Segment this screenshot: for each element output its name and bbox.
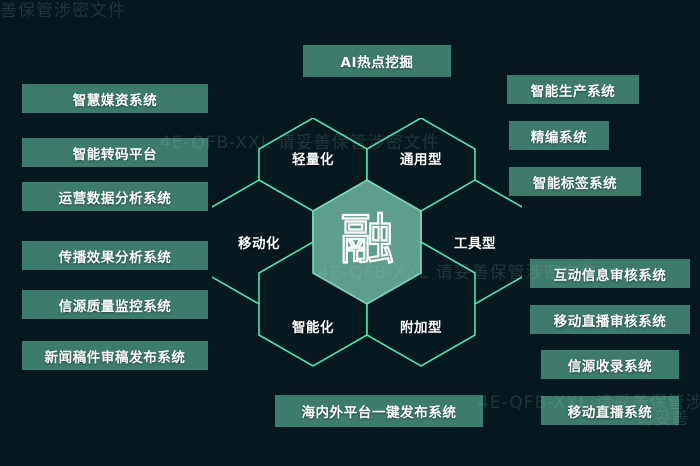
hexagon-label-bottom-left[interactable]: 智能化 (292, 320, 334, 336)
label-news-manuscript-review-publish-system[interactable]: 新闻稿件审稿发布系统 (22, 341, 208, 370)
hexagon-label-right[interactable]: 工具型 (454, 236, 496, 252)
label-ai-hotspot-mining[interactable]: AI热点挖掘 (303, 45, 451, 77)
label-smart-transcoding-platform[interactable]: 智能转码平台 (22, 138, 208, 167)
watermark-text: 妥善保管涉密文件 (0, 1, 126, 21)
label-interactive-info-review-system[interactable]: 互动信息审核系统 (530, 259, 690, 288)
label-source-quality-monitoring-system[interactable]: 信源质量监控系统 (22, 290, 208, 319)
label-mobile-live-review-system[interactable]: 移动直播审核系统 (530, 305, 690, 334)
hexagon-label-top-left[interactable]: 轻量化 (292, 152, 334, 168)
label-smart-production-system[interactable]: 智能生产系统 (507, 75, 639, 104)
hexagon-label-top-right[interactable]: 通用型 (400, 152, 442, 168)
label-mobile-live-system[interactable]: 移动直播系统 (541, 396, 679, 425)
hexagon-shape-center (312, 179, 422, 305)
hexagon-cluster: 轻量化 通用型 移动化 工具型 智能化 附加型 融 (212, 118, 522, 392)
label-source-collection-system[interactable]: 信源收录系统 (541, 350, 679, 379)
label-smart-media-asset-system[interactable]: 智慧媒资系统 (22, 84, 208, 113)
label-fine-editing-system[interactable]: 精编系统 (509, 121, 609, 150)
hexagon-label-center[interactable]: 融 (339, 208, 395, 271)
label-global-platform-one-click-publish-system[interactable]: 海内外平台一键发布系统 (275, 395, 483, 427)
hexagon-label-left[interactable]: 移动化 (238, 236, 280, 252)
label-dissemination-effect-analysis-system[interactable]: 传播效果分析系统 (22, 241, 208, 270)
label-smart-tagging-system[interactable]: 智能标签系统 (509, 167, 641, 196)
label-operation-data-analysis-system[interactable]: 运营数据分析系统 (22, 182, 208, 211)
hexagon-label-bottom-right[interactable]: 附加型 (400, 320, 442, 336)
